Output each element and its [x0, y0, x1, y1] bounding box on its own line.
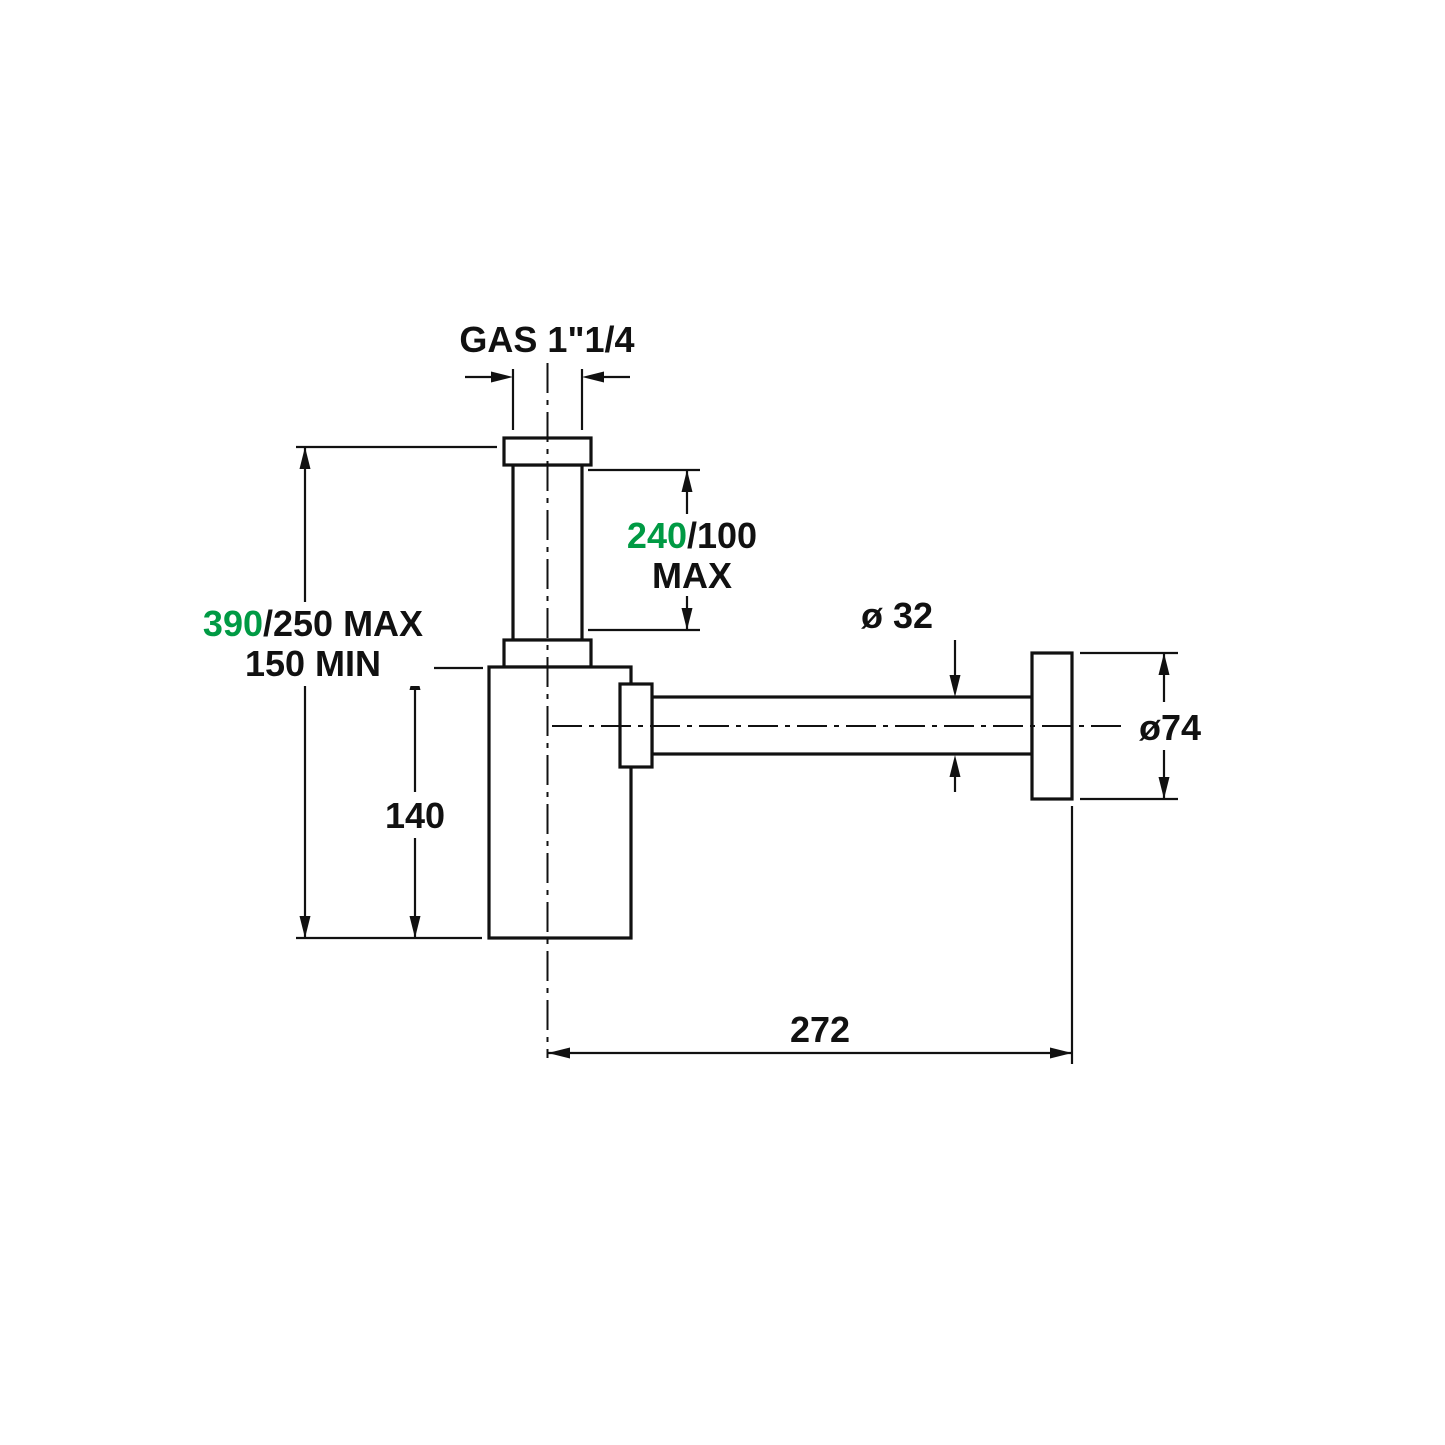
- length-label: 272: [790, 1009, 850, 1050]
- inlet-height-max-label: MAX: [652, 555, 732, 596]
- trap-body: [487, 665, 633, 940]
- dim-arrow-right: [1050, 1047, 1072, 1059]
- body-height-label: 140: [385, 795, 445, 836]
- centerlines: [546, 363, 1136, 1058]
- dim-arrow-up: [681, 470, 693, 492]
- label-mask: [618, 514, 766, 596]
- dim-arrow-up: [299, 447, 311, 469]
- inlet-height-label: 240/100: [627, 515, 757, 556]
- inlet-height-black-value: /100: [687, 515, 757, 556]
- overall-height-min-label: 150 MIN: [245, 643, 381, 684]
- label-mask: [378, 792, 452, 838]
- label-masks: [194, 514, 1212, 838]
- overall-height-dimension: [296, 445, 497, 940]
- pipe-diameter-dimension: [949, 640, 961, 792]
- gas-thread-dimension: [465, 369, 630, 430]
- dim-arrow-down: [949, 675, 961, 697]
- overall-height-label: 390/250 MAX: [203, 603, 423, 644]
- dim-arrow-up: [1158, 653, 1170, 675]
- overall-height-black-value: /250 MAX: [263, 603, 423, 644]
- overall-height-green-value: 390: [203, 603, 263, 644]
- length-dimension: [548, 806, 1074, 1064]
- dimension-labels: GAS 1"1/4 390/250 MAX 150 MIN 240/100 MA…: [203, 319, 1201, 1050]
- dim-arrow-down: [299, 916, 311, 938]
- gas-thread-label: GAS 1"1/4: [459, 319, 634, 360]
- trap-outline: [487, 436, 1074, 940]
- label-mask: [194, 602, 434, 686]
- dim-arrow-left: [548, 1047, 570, 1059]
- flange-diameter-label: ø74: [1139, 707, 1201, 748]
- dim-arrow-right: [491, 371, 513, 383]
- dim-arrow-left: [582, 371, 604, 383]
- pipe-diameter-label: ø 32: [861, 595, 933, 636]
- inlet-height-dimension: [588, 468, 700, 632]
- dim-arrow-down: [1158, 777, 1170, 799]
- inlet-height-green-value: 240: [627, 515, 687, 556]
- dim-arrow-down: [681, 608, 693, 630]
- label-mask: [1128, 702, 1212, 750]
- dim-arrow-up: [949, 755, 961, 777]
- dim-arrow-down: [409, 916, 421, 938]
